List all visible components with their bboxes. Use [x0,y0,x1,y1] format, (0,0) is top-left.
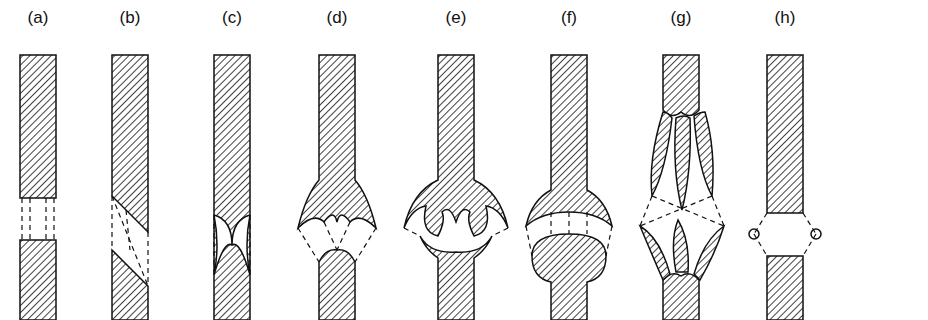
panel-label: (b) [120,8,141,28]
panel-label: (f) [561,8,577,28]
panel-label: (d) [327,8,348,28]
panel-label: (c) [222,8,242,28]
panel-label: (g) [671,8,692,28]
panel-label: (e) [446,8,467,28]
panel-label: (a) [28,8,49,28]
panel-label: (h) [775,8,796,28]
